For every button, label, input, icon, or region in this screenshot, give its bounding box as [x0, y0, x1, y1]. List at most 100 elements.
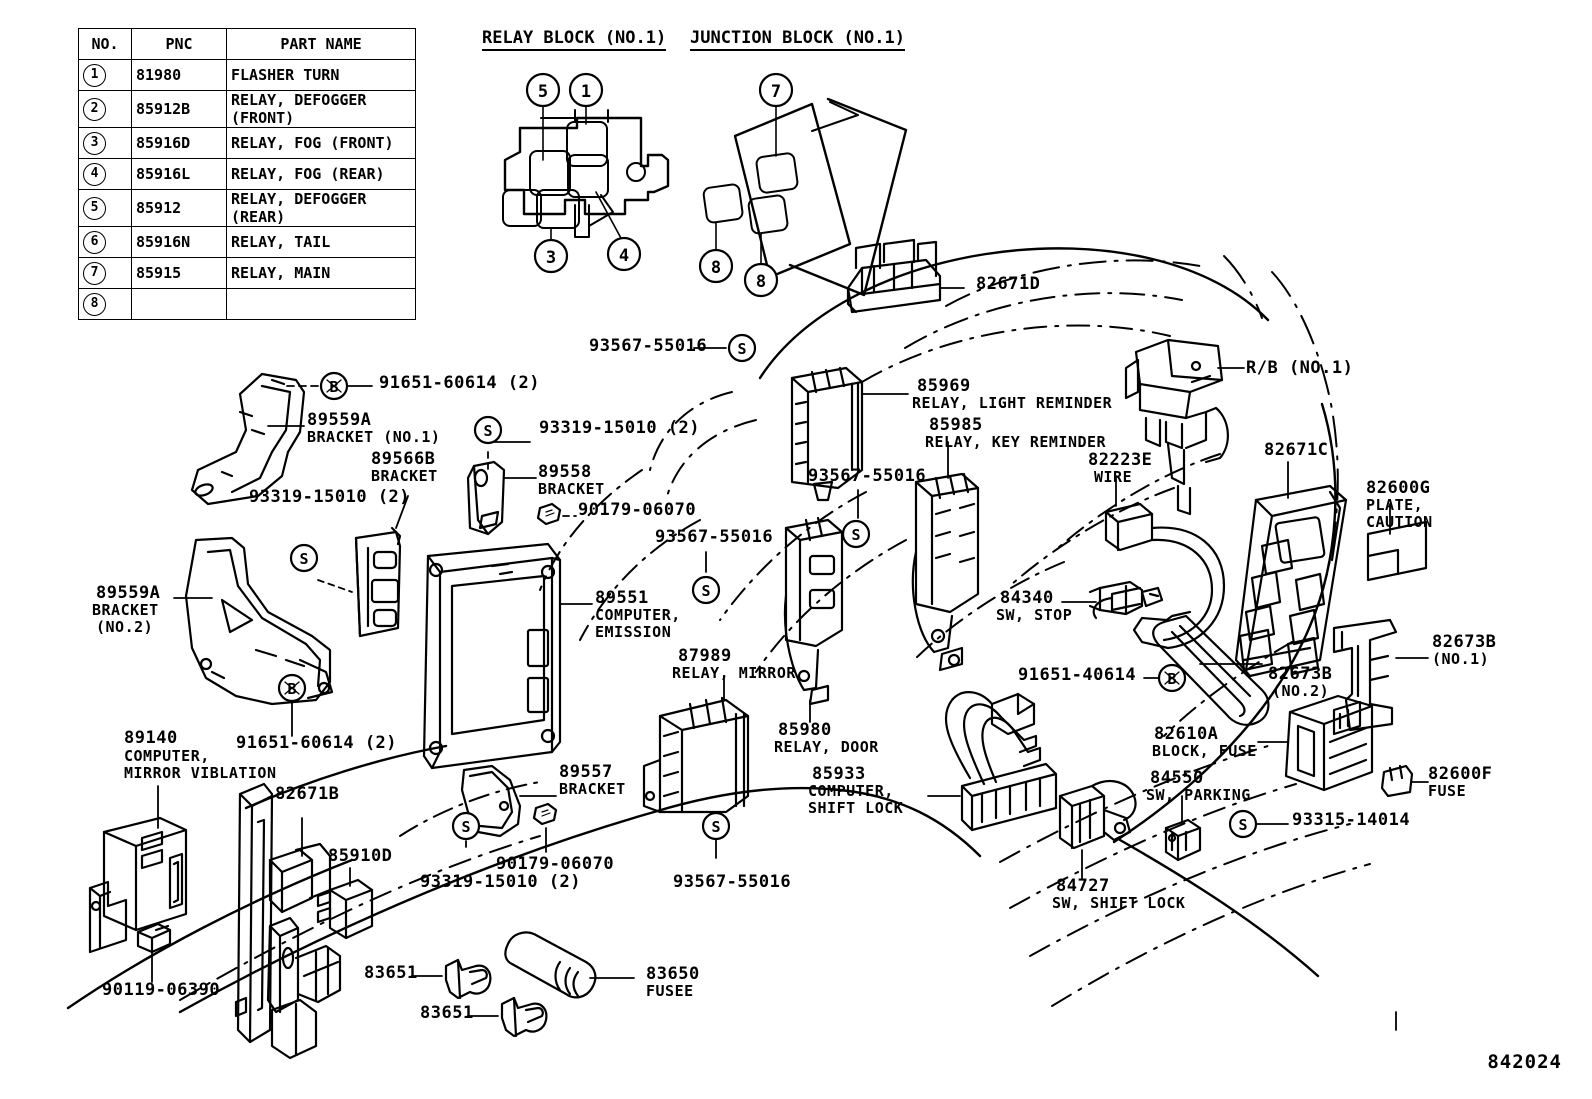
row-part-name: RELAY, DEFOGGER (REAR): [226, 189, 416, 227]
relay-block-rb-no1-graphic: [1124, 338, 1229, 516]
heading-junction-block: JUNCTION BLOCK (NO.1): [690, 28, 905, 51]
relay-block-no1-graphic: [502, 109, 670, 238]
label-84340: 84340: [1000, 588, 1054, 608]
clip-83651-b-graphic: [500, 996, 548, 1038]
row-pnc: 85915: [131, 257, 227, 289]
table-header-row: NO. PNC PART NAME: [78, 28, 416, 60]
label-82223e: 82223E: [1088, 450, 1153, 470]
label-85985: 85985: [929, 415, 983, 435]
clamp-82673b-no2-graphic: [1152, 610, 1270, 726]
label-84727-sub: SW, SHIFT LOCK: [1052, 894, 1186, 912]
fastener-glyphs: B B B S S S S S S S S: [287, 340, 1247, 836]
label-82600f: 82600F: [1428, 764, 1493, 784]
row-bubble: 8: [83, 292, 106, 316]
switch-shift-lock-84727-graphic: [1058, 779, 1137, 850]
label-89557: 89557: [559, 762, 613, 782]
row-bubble: 6: [83, 230, 106, 254]
svg-text:S: S: [701, 582, 710, 600]
callout-jb-8b: 8: [756, 272, 766, 292]
svg-text:B: B: [287, 680, 296, 698]
label-82673b-no2-sub: (NO.2): [1272, 682, 1330, 700]
row-pnc: 85912B: [131, 90, 227, 128]
row-number-cell: 2: [78, 90, 132, 128]
label-87989-sub: RELAY, MIRROR: [672, 664, 796, 682]
label-91651-60614-b: 91651-60614 (2): [236, 733, 398, 753]
label-89558: 89558: [538, 462, 592, 482]
label-85933-sub2: SHIFT LOCK: [808, 799, 904, 817]
label-83651-a: 83651: [364, 963, 418, 983]
label-82223e-sub: WIRE: [1094, 468, 1133, 486]
label-85933-sub: COMPUTER,: [808, 782, 894, 800]
row-bubble: 2: [83, 97, 106, 121]
computer-mirror-vibration-89140-graphic: [88, 816, 188, 954]
label-93567-55016-d: 93567-55016: [673, 872, 792, 892]
svg-text:S: S: [737, 340, 746, 358]
connector-82671c-graphic: [1234, 484, 1348, 678]
label-84550-sub: SW, PARKING: [1146, 786, 1251, 804]
svg-text:B: B: [1167, 670, 1176, 688]
label-89551-sub2: EMISSION: [595, 623, 672, 641]
bracket-89559a-no2-graphic: [184, 536, 334, 706]
relay-82671d-graphic: [846, 238, 942, 314]
label-82610a-sub: BLOCK, FUSE: [1152, 742, 1257, 760]
label-82600g-sub2: CAUTION: [1366, 513, 1433, 531]
label-93319-15010-a: 93319-15010 (2): [539, 418, 701, 438]
label-89551-sub: COMPUTER,: [595, 606, 681, 624]
svg-text:S: S: [851, 526, 860, 544]
block-callout-numbers: 5 1 3 4 7 8 8: [538, 82, 781, 292]
clip-83651-a-graphic: [444, 958, 492, 1000]
callout-rb-5: 5: [538, 82, 548, 102]
relay-door-85980-graphic: [783, 516, 844, 706]
cabin-outline: [66, 247, 1337, 1014]
label-83650-sub: FUSEE: [646, 982, 694, 1000]
svg-text:S: S: [483, 422, 492, 440]
label-82600g: 82600G: [1366, 478, 1431, 498]
svg-text:S: S: [711, 818, 720, 836]
row-part-name: RELAY, TAIL: [226, 226, 416, 258]
label-84340-sub: SW, STOP: [996, 606, 1073, 624]
label-89559a-no2: 89559A: [96, 583, 161, 603]
label-93567-55016-b: 93567-55016: [655, 527, 774, 547]
label-89557-sub: BRACKET: [559, 780, 626, 798]
row-part-name: RELAY, MAIN: [226, 257, 416, 289]
fastener-markers: [277, 72, 1258, 841]
label-93319-15010-b: 93319-15010 (2): [249, 487, 411, 507]
label-82673b-no1-sub: (NO.1): [1432, 650, 1490, 668]
bracket-82671b-graphic: [234, 782, 342, 1060]
label-89559a-no1: 89559A: [307, 410, 372, 430]
label-89559a-no2-sub2: (NO.2): [96, 618, 154, 636]
svg-text:S: S: [1238, 816, 1247, 834]
relay-light-reminder-85969-graphic: [790, 366, 864, 502]
leader-rb4: [595, 191, 623, 241]
label-85980-sub: RELAY, DOOR: [774, 738, 879, 756]
relay-85910d-graphic: [316, 878, 374, 940]
label-89551: 89551: [595, 588, 649, 608]
label-89559a-no2-sub: BRACKET: [92, 601, 159, 619]
dashboard-contours: [179, 255, 1371, 1007]
label-85969-sub: RELAY, LIGHT REMINDER: [912, 394, 1113, 412]
label-87989: 87989: [678, 646, 732, 666]
diagram-number: 842024: [1487, 1051, 1562, 1073]
bolt-90119-06390-graphic: [136, 922, 172, 954]
label-82673b-no2: 82673B: [1268, 664, 1333, 684]
bracket-89559a-no1-graphic: [190, 372, 306, 506]
label-93567-55016-a: 93567-55016: [589, 336, 708, 356]
label-89559a-no1-sub: BRACKET (NO.1): [307, 428, 441, 446]
row-part-name: RELAY, DEFOGGER (FRONT): [226, 90, 416, 128]
label-82610a: 82610A: [1154, 724, 1219, 744]
switch-parking-84550-graphic: [1164, 818, 1202, 862]
label-90179-06070-a: 90179-06070: [578, 500, 697, 520]
callout-jb-8a: 8: [711, 258, 721, 278]
relay-key-reminder-85985-graphic: [911, 472, 980, 672]
row-bubble: 3: [83, 131, 106, 155]
heading-relay-block: RELAY BLOCK (NO.1): [482, 28, 667, 51]
callout-jb-7: 7: [771, 82, 781, 102]
